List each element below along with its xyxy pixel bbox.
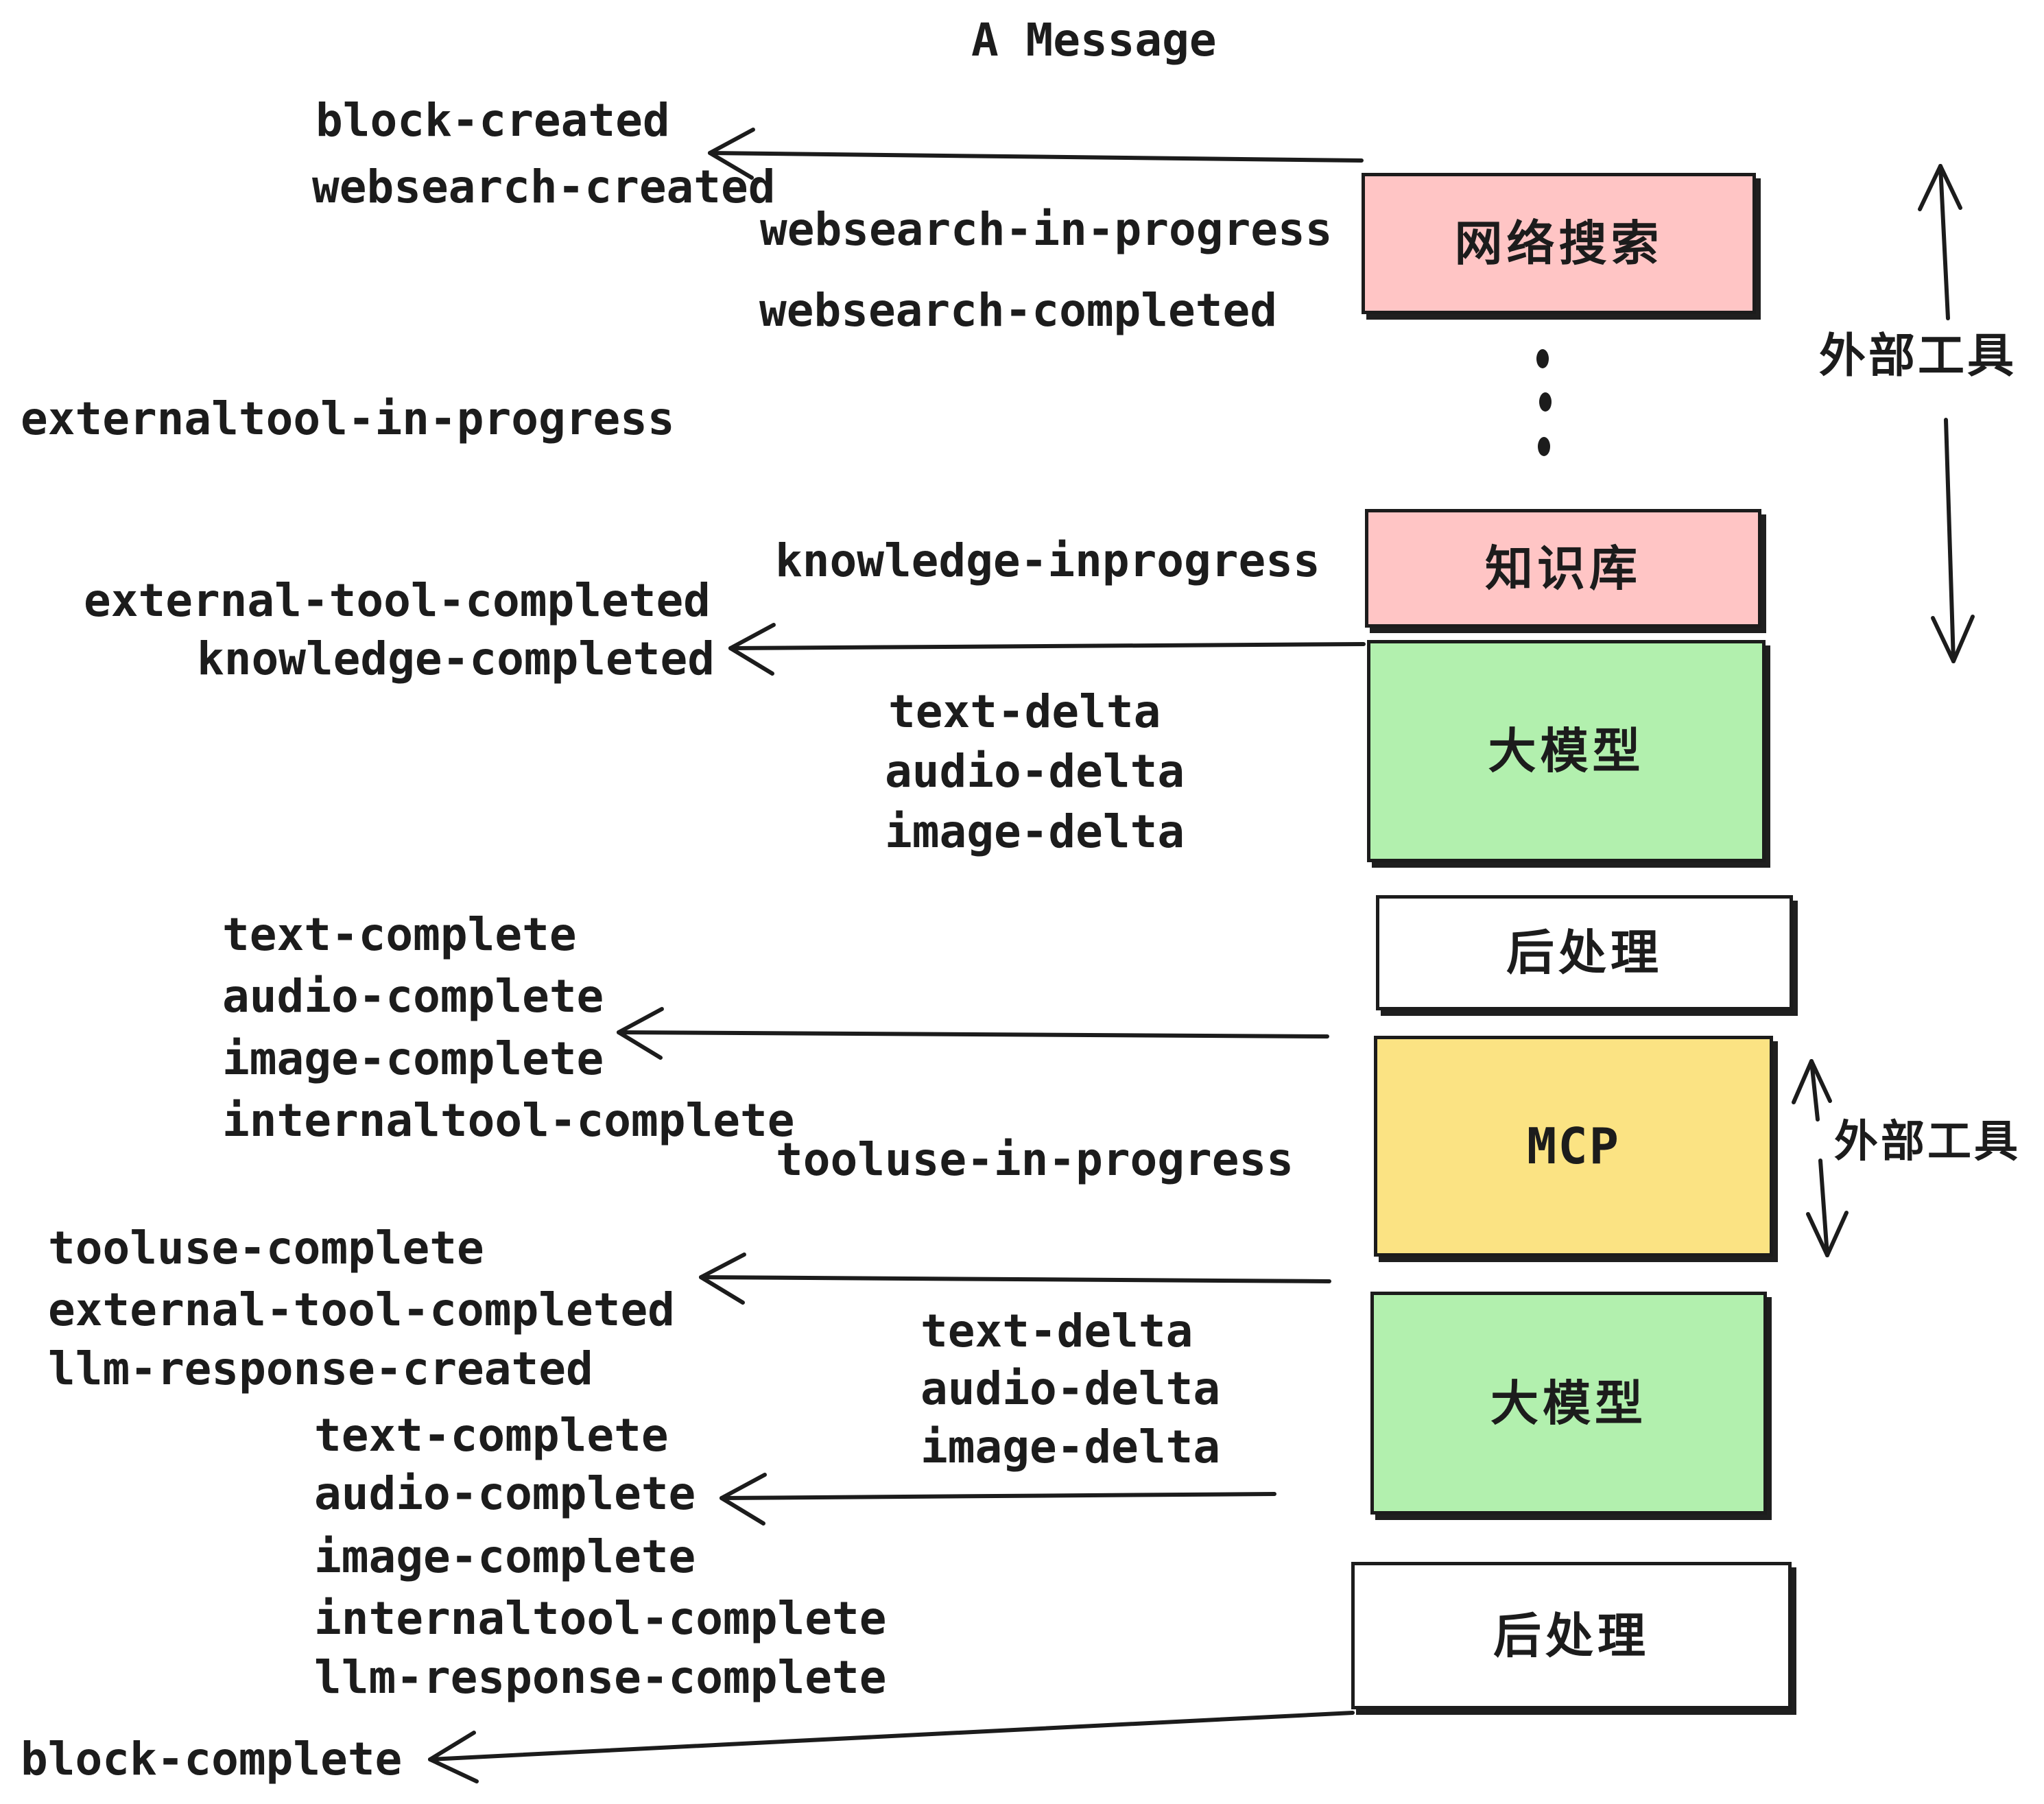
event-external-tool-completed-2: external-tool-completed <box>48 1283 675 1336</box>
event-audio-complete-1: audio-complete <box>222 970 604 1023</box>
node-postprocess-1-label: 后处理 <box>1506 925 1663 981</box>
arrow-block-created <box>708 128 1364 180</box>
event-websearch-created: websearch-created <box>312 161 776 213</box>
event-knowledge-completed: knowledge-completed <box>197 632 715 685</box>
node-mcp: MCP <box>1374 1036 1773 1257</box>
node-postprocess-2-label: 后处理 <box>1493 1607 1650 1664</box>
node-knowledge: 知识库 <box>1365 509 1761 628</box>
event-block-created: block-created <box>316 94 670 147</box>
event-tooluse-in-progress: tooluse-in-progress <box>776 1133 1294 1186</box>
event-internaltool-complete-2: internaltool-complete <box>314 1592 887 1645</box>
external-tools-top-down-arrow-icon <box>1931 418 1975 663</box>
event-text-complete-2: text-complete <box>314 1409 669 1462</box>
event-internaltool-complete-1: internaltool-complete <box>222 1094 795 1147</box>
event-llm-response-created: llm-response-created <box>48 1342 593 1395</box>
event-websearch-completed: websearch-completed <box>759 284 1277 337</box>
node-llm-2: 大模型 <box>1370 1292 1767 1515</box>
external-tools-bottom-label: 外部工具 <box>1834 1117 2021 1167</box>
node-llm-1: 大模型 <box>1367 640 1766 862</box>
event-knowledge-inprogress: knowledge-inprogress <box>775 534 1320 587</box>
arrow-tooluse-complete <box>699 1253 1331 1305</box>
external-tools-top-label: 外部工具 <box>1819 329 2017 383</box>
event-image-delta-1: image-delta <box>885 805 1185 858</box>
event-image-complete-2: image-complete <box>314 1530 696 1583</box>
event-llm-response-complete: llm-response-complete <box>314 1651 887 1704</box>
node-knowledge-label: 知识库 <box>1485 540 1641 597</box>
node-websearch-label: 网络搜索 <box>1454 215 1663 272</box>
event-text-complete-1: text-complete <box>222 908 577 961</box>
event-audio-complete-2: audio-complete <box>314 1467 696 1520</box>
external-tools-bottom-down-arrow-icon <box>1806 1159 1849 1257</box>
node-websearch: 网络搜索 <box>1362 173 1756 314</box>
external-tools-top-up-arrow-icon <box>1918 164 1962 320</box>
ellipsis-dots-icon <box>1536 349 1552 456</box>
node-llm-1-label: 大模型 <box>1488 723 1645 779</box>
event-block-complete: block-complete <box>21 1733 403 1785</box>
event-image-complete-1: image-complete <box>222 1032 604 1085</box>
node-postprocess-1: 后处理 <box>1376 895 1793 1010</box>
node-postprocess-2: 后处理 <box>1351 1562 1792 1709</box>
node-mcp-label: MCP <box>1526 1117 1621 1175</box>
arrow-block-complete <box>428 1711 1355 1783</box>
event-image-delta-2: image-delta <box>920 1421 1221 1473</box>
event-externaltool-in-progress: externaltool-in-progress <box>21 392 675 445</box>
page-title: A Message <box>971 14 1217 67</box>
event-external-tool-completed-1: external-tool-completed <box>84 574 711 627</box>
event-text-delta-2: text-delta <box>920 1305 1193 1357</box>
arrow-image-complete <box>617 1007 1329 1060</box>
event-websearch-in-progress: websearch-in-progress <box>760 203 1333 256</box>
node-llm-2-label: 大模型 <box>1490 1375 1647 1432</box>
event-audio-delta-1: audio-delta <box>885 745 1185 798</box>
event-audio-delta-2: audio-delta <box>920 1362 1221 1415</box>
event-tooluse-complete: tooluse-complete <box>48 1222 484 1274</box>
arrow-knowledge-completed <box>728 623 1366 676</box>
external-tools-bottom-up-arrow-icon <box>1792 1059 1832 1121</box>
arrow-audio-complete <box>720 1473 1276 1526</box>
event-text-delta-1: text-delta <box>888 685 1161 738</box>
